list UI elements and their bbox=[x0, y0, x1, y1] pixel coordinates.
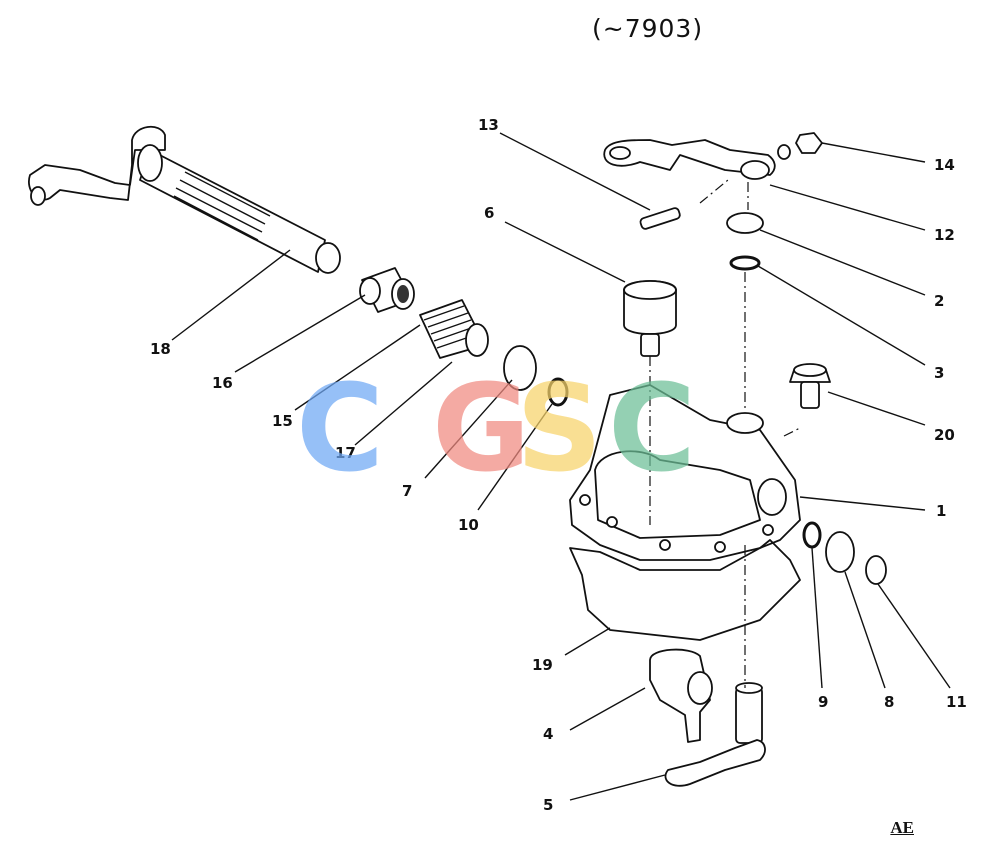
part-12-link bbox=[603, 139, 776, 180]
part-6-cap bbox=[623, 280, 677, 357]
section-mark: AE bbox=[890, 818, 914, 837]
part-7-washer bbox=[503, 345, 537, 391]
callout-8: 8 bbox=[884, 693, 894, 711]
part-2-cup bbox=[726, 212, 764, 234]
callout-7: 7 bbox=[402, 482, 412, 500]
part-1-housing bbox=[569, 384, 801, 561]
callout-19: 19 bbox=[532, 656, 553, 674]
part-15-spring bbox=[419, 299, 489, 359]
callout-2: 2 bbox=[934, 292, 944, 310]
callout-18: 18 bbox=[150, 340, 171, 358]
callout-9: 9 bbox=[818, 693, 828, 711]
part-18-lever-shaft bbox=[28, 126, 341, 274]
callout-20: 20 bbox=[934, 426, 955, 444]
callout-10: 10 bbox=[458, 516, 479, 534]
part-16-bushing bbox=[359, 267, 415, 313]
callout-16: 16 bbox=[212, 374, 233, 392]
watermark-letter-c2: C bbox=[608, 360, 696, 499]
part-19-gasket bbox=[569, 539, 801, 641]
part-3-o-ring bbox=[729, 255, 761, 271]
callout-17: 17 bbox=[335, 444, 356, 462]
callout-4: 4 bbox=[543, 725, 553, 743]
part-9-o-ring bbox=[802, 521, 822, 549]
part-8-washer bbox=[825, 531, 855, 573]
assembly-lines bbox=[649, 179, 801, 688]
part-10-o-ring bbox=[547, 377, 569, 407]
callout-1: 1 bbox=[936, 502, 946, 520]
watermark-letter-s: S bbox=[516, 360, 602, 499]
watermark-letter-c1: C bbox=[296, 360, 384, 499]
serial-range-label: (~7903) bbox=[592, 14, 704, 43]
part-4-arm bbox=[649, 648, 713, 743]
callout-15: 15 bbox=[272, 412, 293, 430]
callout-3: 3 bbox=[934, 364, 944, 382]
callout-11: 11 bbox=[946, 693, 967, 711]
part-20-bolt bbox=[789, 363, 831, 409]
watermark-letter-g: G bbox=[432, 360, 531, 499]
part-14-nut bbox=[795, 132, 823, 154]
part-5-lever bbox=[664, 682, 766, 787]
callout-12: 12 bbox=[934, 226, 955, 244]
callout-leaders bbox=[171, 132, 951, 801]
part-13-pin bbox=[639, 207, 681, 230]
callout-5: 5 bbox=[543, 796, 553, 814]
callout-14: 14 bbox=[934, 156, 955, 174]
cgsc-watermark: C G S C bbox=[296, 360, 696, 499]
part-12-washer bbox=[777, 144, 791, 160]
callout-13: 13 bbox=[478, 116, 499, 134]
part-11-snap-ring bbox=[865, 555, 887, 585]
callout-numbers: 1 2 3 4 5 6 7 8 9 10 11 12 13 14 15 16 1… bbox=[150, 116, 967, 814]
callout-6: 6 bbox=[484, 204, 494, 222]
